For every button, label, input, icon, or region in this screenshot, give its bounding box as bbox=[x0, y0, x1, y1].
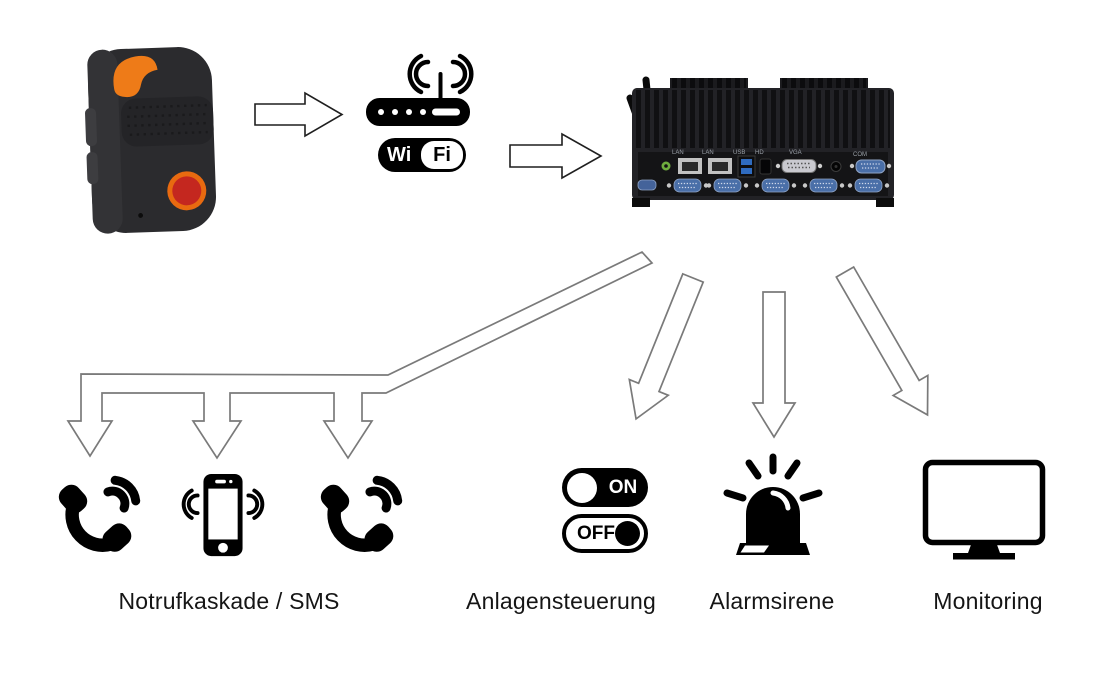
monitor-stand bbox=[968, 542, 1000, 553]
arrow-pc-to-phones bbox=[66, 250, 654, 460]
lan-ports bbox=[678, 158, 732, 174]
phone-call-icon bbox=[320, 475, 403, 552]
label-alarmsirene: Alarmsirene bbox=[709, 588, 835, 614]
sos-button bbox=[172, 176, 202, 206]
toggle-knob bbox=[615, 521, 640, 546]
wifi-logo-wi: Wi bbox=[387, 144, 412, 166]
pc-port-label: COM bbox=[853, 152, 867, 158]
sound-waves-icon bbox=[103, 475, 141, 513]
serial-port bbox=[849, 159, 892, 174]
toggle-knob bbox=[567, 472, 597, 503]
signal-wave-icon bbox=[413, 59, 431, 89]
pc-port-label: VGA bbox=[789, 150, 802, 156]
pc-port-label: LAN bbox=[672, 150, 684, 156]
signal-wave-icon bbox=[450, 59, 468, 89]
pc-port-label: USB bbox=[733, 150, 746, 156]
label-anlagensteuerung: Anlagensteuerung bbox=[466, 588, 656, 614]
arrow-pc-to-monitoring bbox=[835, 265, 929, 417]
vibration-waves-icon bbox=[181, 488, 265, 520]
signal-wave-icon bbox=[407, 53, 424, 95]
sos-wearable-device bbox=[85, 47, 217, 234]
toggle-off-icon: OFF bbox=[562, 514, 648, 553]
phone-call-icon bbox=[58, 475, 141, 552]
vga-port bbox=[775, 159, 823, 173]
wifi-logo: Wi Fi bbox=[378, 138, 466, 172]
arrow-pc-to-anlagensteuerung bbox=[628, 272, 705, 421]
toggle-on-icon: ON bbox=[562, 468, 648, 507]
router-body bbox=[366, 98, 470, 126]
pc-port-label: HD bbox=[755, 150, 764, 156]
device-speaker bbox=[121, 96, 214, 147]
wifi-router-icon bbox=[366, 53, 474, 126]
pc-foot bbox=[876, 198, 894, 207]
toggle-on-label: ON bbox=[608, 477, 638, 498]
alarm-siren-icon bbox=[723, 453, 823, 555]
siren-rays bbox=[723, 453, 823, 502]
monitor-icon bbox=[922, 459, 1046, 560]
monitor-screen bbox=[922, 459, 1046, 546]
smartphone-icon bbox=[181, 473, 265, 557]
device-mic-hole bbox=[138, 213, 144, 218]
smartphone-screen bbox=[208, 488, 238, 540]
arrow-router-to-pc bbox=[509, 132, 603, 180]
label-notrufkaskade: Notrufkaskade / SMS bbox=[118, 588, 340, 614]
label-monitoring: Monitoring bbox=[933, 588, 1043, 614]
sound-waves-icon bbox=[365, 475, 403, 513]
device-side-button bbox=[86, 152, 99, 185]
serial-ports-row bbox=[637, 178, 890, 193]
device-orange-clip bbox=[113, 55, 158, 98]
usb-ports bbox=[737, 155, 756, 178]
home-button-icon bbox=[218, 542, 228, 553]
monitor-base bbox=[953, 553, 1015, 560]
wifi-logo-fi: Fi bbox=[433, 144, 451, 166]
industrial-pc-photo bbox=[626, 76, 894, 207]
signal-wave-icon bbox=[457, 53, 474, 95]
toggle-off-label: OFF bbox=[577, 523, 615, 544]
device-side-button bbox=[85, 108, 98, 147]
arrow-device-to-router bbox=[254, 91, 344, 138]
pc-port-label: LAN bbox=[702, 150, 714, 156]
arrow-pc-to-alarmsirene bbox=[751, 291, 797, 439]
pc-foot bbox=[632, 198, 650, 207]
wifi-logo-fi-box: Fi bbox=[421, 141, 463, 169]
hdmi-port bbox=[759, 158, 772, 175]
